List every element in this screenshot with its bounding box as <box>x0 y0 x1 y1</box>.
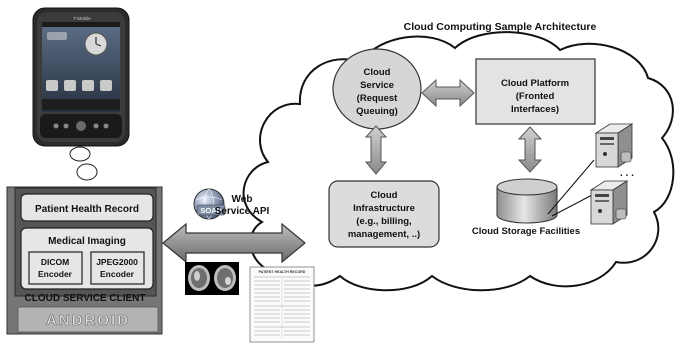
cloud-platform-node: Cloud Platform (Fronted Interfaces) <box>475 58 596 125</box>
arrow-service-infrastructure <box>364 125 388 175</box>
web-service-arrow <box>162 222 306 264</box>
cloud-service-label-2: Service <box>360 80 394 91</box>
document-title: PATIENT HEALTH RECORD <box>259 270 306 274</box>
medical-imaging-box: Medical Imaging DICOM Encoder JPEG2000 E… <box>20 227 154 290</box>
storage-label: Cloud Storage Facilities <box>472 226 580 237</box>
web-service-label-1: Web <box>232 194 253 205</box>
phone-carrier-logo: T-Mobile <box>73 16 91 21</box>
medical-imaging-label: Medical Imaging <box>48 236 126 247</box>
server-connection-lines <box>547 159 595 217</box>
dicom-label-2: Encoder <box>38 269 73 279</box>
web-service-label-2: Service API <box>215 206 270 217</box>
jpeg2000-label-1: JPEG2000 <box>96 257 138 267</box>
client-footer-label: CLOUD SERVICE CLIENT <box>25 293 146 304</box>
infra-label-2: Infrastructure <box>353 203 415 214</box>
phr-label: Patient Health Record <box>35 204 139 215</box>
cloud-service-label-4: Queuing) <box>356 106 398 117</box>
dicom-encoder-box <box>28 251 83 285</box>
cloud-infrastructure-node: Cloud Infrastructure (e.g., billing, man… <box>328 180 440 248</box>
storage-cylinder-icon <box>496 178 558 224</box>
cloud-platform-label-3: Interfaces) <box>511 104 559 115</box>
infra-label-1: Cloud <box>371 190 398 201</box>
infra-label-3: (e.g., billing, <box>356 216 411 227</box>
cloud-service-node: Cloud Service (Request Queuing) <box>332 48 422 130</box>
thought-bubbles <box>69 146 98 181</box>
arrow-platform-storage <box>517 126 543 173</box>
android-logo: ANDROID <box>46 312 130 329</box>
jpeg2000-label-2: Encoder <box>100 269 135 279</box>
android-logo-bar: ANDROID <box>17 306 159 333</box>
soap-badge: SOAP <box>200 206 221 215</box>
ct-scan-images <box>185 262 239 295</box>
dicom-label-1: DICOM <box>41 257 69 267</box>
cloud-platform-label-1: Cloud Platform <box>501 78 569 89</box>
server-icon-2 <box>589 180 629 225</box>
cloud-platform-label-2: (Fronted <box>516 91 555 102</box>
diagram-title: Cloud Computing Sample Architecture <box>404 21 597 33</box>
patient-record-document: PATIENT HEALTH RECORD <box>249 266 315 343</box>
cloud-service-label-3: (Request <box>357 93 398 104</box>
infra-label-4: management, ..) <box>348 229 420 240</box>
server-icon-1 <box>594 123 634 168</box>
patient-health-record-box: Patient Health Record <box>20 193 154 222</box>
arrow-service-platform <box>421 78 475 108</box>
cloud-service-label-1: Cloud <box>364 67 391 78</box>
soap-globe-icon: SOAP <box>193 188 226 220</box>
android-phone-image: T-Mobile <box>32 7 130 147</box>
servers-ellipsis: . . . <box>620 168 634 179</box>
jpeg2000-encoder-box <box>90 251 145 285</box>
